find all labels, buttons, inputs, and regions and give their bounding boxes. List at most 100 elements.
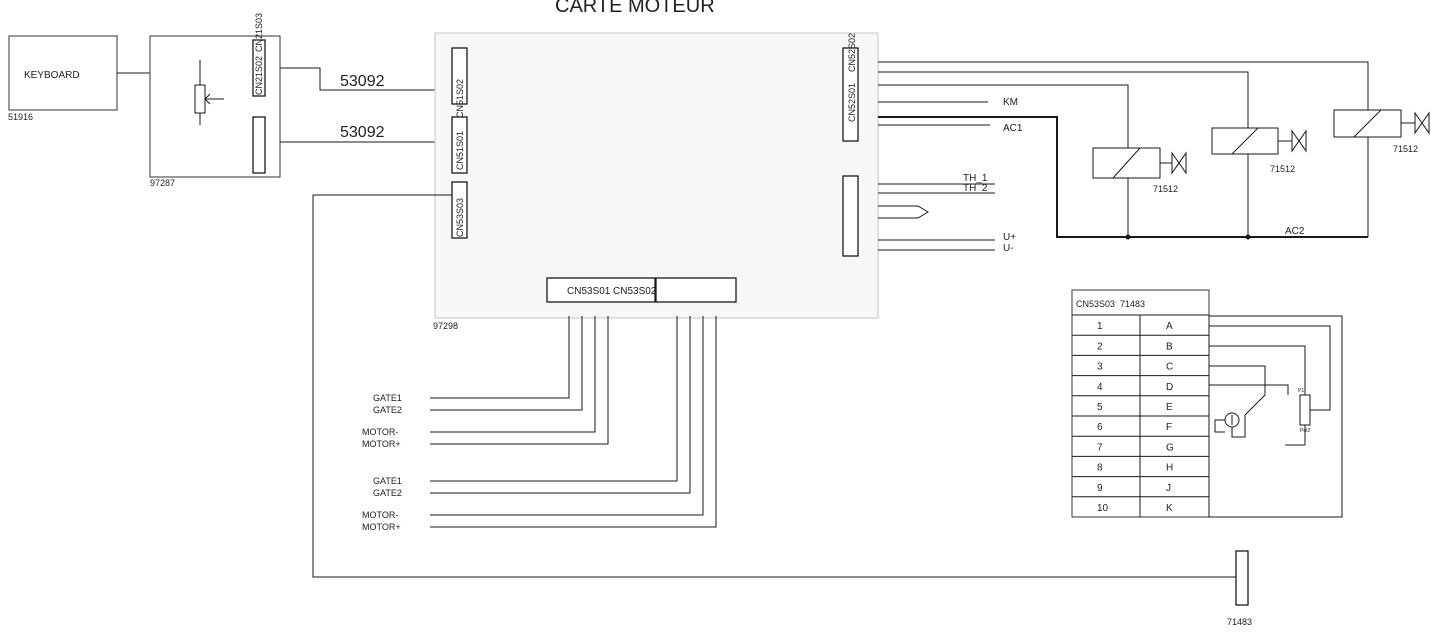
pin-table-header: CN53S03 [1076, 299, 1115, 309]
motor-icon [1214, 412, 1246, 438]
pin-number: 5 [1097, 402, 1103, 413]
pin-number: 10 [1097, 503, 1109, 514]
wire-motor-plus-b [430, 316, 717, 528]
wire-ac2-bus [878, 116, 1368, 238]
connector-right-lower [842, 175, 859, 257]
wire-loop [878, 205, 929, 219]
signal-ac1: AC1 [1003, 123, 1023, 134]
connector-71483-ref: 71483 [1227, 617, 1252, 627]
connector-cn53s03-label: CN53S03 [455, 198, 465, 237]
pin-letter: H [1166, 463, 1173, 474]
pin-number: 6 [1097, 422, 1103, 433]
keyboard-box [8, 35, 118, 111]
motor-group-2-gate1: GATE1 [373, 476, 402, 486]
potentiometer-icon [1285, 394, 1311, 446]
pot-label-bottom: Pot2 [1300, 428, 1311, 434]
junction-2 [1245, 234, 1251, 240]
signal-th2: TH_2 [963, 183, 988, 194]
motor-group-1-gate2: GATE2 [373, 405, 402, 415]
keyboard-label: KEYBOARD [24, 70, 80, 81]
wire-motor-minus-b [430, 316, 704, 516]
connector-cn51s02-label: CN51S02 [455, 79, 465, 118]
cable-53092-upper-label: 53092 [340, 73, 385, 90]
wire-gate2-b [430, 316, 691, 494]
pot-label-top: P1 [1298, 388, 1304, 394]
pin-table-header-ref: 71483 [1120, 299, 1145, 309]
connector-cn53s03 [451, 181, 468, 239]
connector-cn53s01-label: CN53S01 [567, 286, 611, 297]
motor-group-1-motor-plus: MOTOR+ [362, 439, 401, 449]
signal-km: KM [1003, 97, 1018, 108]
signal-ac2: AC2 [1285, 226, 1305, 237]
pin-table: 1 A 2 B 3 C 4 D 5 E 6 F 7 G 8 H 9 J 10 K [1071, 289, 1210, 518]
switch-icon [1244, 401, 1259, 430]
wire-motor-plus-a [430, 316, 609, 445]
pin-number: 7 [1097, 442, 1103, 453]
solenoid-1-ref: 71512 [1153, 184, 1178, 194]
pin-letter: B [1166, 341, 1173, 352]
pin-number: 9 [1097, 483, 1103, 494]
pin-letter: F [1166, 422, 1172, 433]
diagram-title: CARTE MOTEUR [555, 0, 715, 17]
connector-lower-97287 [252, 116, 266, 174]
pin-number: 8 [1097, 463, 1103, 474]
wire-motor-minus-a [430, 316, 596, 433]
connector-71483 [1235, 550, 1249, 606]
main-board-ref: 97298 [433, 321, 458, 331]
motor-group-1-gate1: GATE1 [373, 393, 402, 403]
signal-u-minus: U- [1003, 243, 1014, 254]
pin-letter: E [1166, 402, 1173, 413]
pin-letter: J [1166, 483, 1171, 494]
pin-number: 4 [1097, 382, 1103, 393]
pin-letter: A [1166, 321, 1173, 332]
pin-letter: G [1166, 442, 1174, 453]
connector-cn52s01 [842, 47, 859, 142]
connector-cn53s01 [546, 277, 656, 303]
wire-pin-a [1209, 325, 1331, 411]
pin-letter: C [1166, 362, 1173, 373]
external-schematic-box [1208, 315, 1343, 518]
wire-gate1-a [430, 316, 570, 399]
solenoid-2-ref: 71512 [1270, 164, 1295, 174]
solenoid-valve-icon [1333, 109, 1430, 138]
wire-pin-c [1209, 365, 1266, 403]
wire-solenoid-2 [878, 71, 1249, 128]
wire-pin-b [1209, 345, 1306, 395]
potentiometer-icon [194, 60, 224, 125]
wire-pin-d [1209, 384, 1289, 395]
wire-gate1-b [430, 316, 678, 482]
connector-cn21s02-label: CN21S02 [254, 56, 264, 95]
connector-cn53s02-label: CN53S02 [613, 286, 657, 297]
pin-number: 3 [1097, 362, 1103, 373]
pin-letter: K [1166, 503, 1173, 514]
pin-letter: D [1166, 382, 1173, 393]
solenoid-valve-icon [1211, 127, 1307, 155]
wire-solenoid-3 [878, 61, 1369, 110]
connector-cn51s01 [451, 116, 468, 174]
pin-number: 2 [1097, 341, 1103, 352]
signal-u-plus: U+ [1003, 232, 1016, 243]
connector-cn51s01-label: CN51S01 [455, 131, 465, 170]
connector-cn21s03-label: CN21S03 [254, 13, 264, 52]
connector-cn52s02-label: CN52S02 [847, 33, 857, 72]
junction-1 [1125, 234, 1131, 240]
motor-group-2-gate2: GATE2 [373, 488, 402, 498]
main-board-97298 [434, 32, 879, 319]
cable-53092-upper [280, 67, 435, 91]
pin-number: 1 [1097, 321, 1103, 332]
connector-cn21s02 [252, 39, 266, 97]
motor-group-2-motor-plus: MOTOR+ [362, 522, 401, 532]
motor-group-2-motor-minus: MOTOR- [362, 510, 398, 520]
solenoid-valve-icon [1092, 147, 1187, 179]
wire-cn53s03-to-71483 [312, 194, 1236, 578]
connector-bottom-right [655, 277, 737, 303]
cable-53092-lower-label: 53092 [340, 124, 385, 141]
keyboard-ref: 51916 [8, 112, 33, 122]
connector-cn52s01-label: CN52S01 [847, 83, 857, 122]
wire-solenoid-1 [878, 84, 1129, 148]
board-97287-ref: 97287 [150, 178, 175, 188]
solenoid-3-ref: 71512 [1393, 144, 1418, 154]
wire-gate2-a [430, 316, 583, 411]
connector-cn51s02-top [451, 47, 468, 105]
